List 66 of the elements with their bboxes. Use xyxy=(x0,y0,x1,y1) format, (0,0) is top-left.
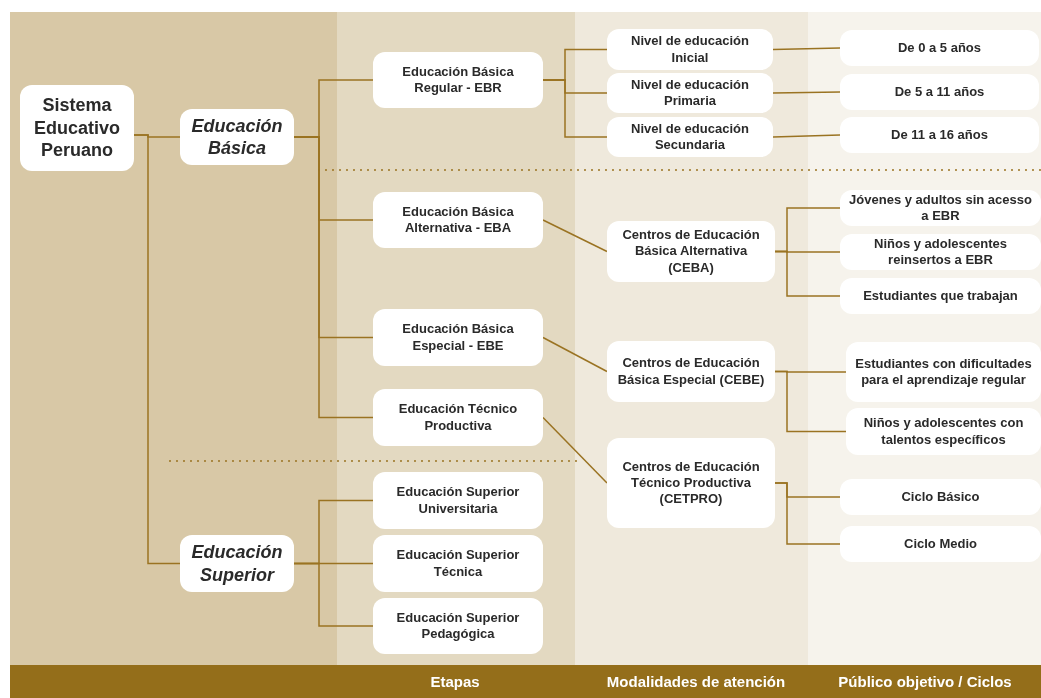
box-label: Educación Técnico Productiva xyxy=(397,401,519,434)
box-label: Centros de Educación Técnico Productiva (CETPRO) xyxy=(621,458,761,508)
category-box xyxy=(607,221,775,282)
connector-line xyxy=(774,482,841,545)
connector-line xyxy=(542,336,608,373)
box-label: Nivel de educación Secundaria xyxy=(630,120,750,154)
box-label: Educación Superior Pedagógica xyxy=(395,609,521,643)
category-box xyxy=(373,389,543,446)
box-label: De 5 a 11 años xyxy=(894,83,985,101)
connector-line xyxy=(774,250,841,297)
box-label: Educación Superior xyxy=(190,541,284,586)
category-box xyxy=(846,408,1041,455)
category-box xyxy=(840,74,1039,110)
connector-line xyxy=(542,416,608,484)
box-label: Educación Básica Especial - EBE xyxy=(401,321,515,354)
category-box xyxy=(840,30,1039,66)
column-heading: Público objetivo / Ciclos xyxy=(838,673,1012,690)
column-heading: Modalidades de atención xyxy=(606,673,786,690)
box-label: Estudiantes con dificultades para el aprendizaje regular xyxy=(854,355,1033,389)
box-label: Educación Básica xyxy=(190,114,284,160)
category-box xyxy=(373,598,543,654)
box-label: Nivel de educación Primaria xyxy=(630,76,750,110)
category-box xyxy=(607,73,773,113)
box-label: Educación Superior Universitaria xyxy=(395,484,521,517)
category-box xyxy=(607,438,775,528)
category-box xyxy=(373,192,543,248)
box-label: De 11 a 16 años xyxy=(891,126,988,144)
box-label: Niños y adolescentes reinsertos a EBR xyxy=(873,235,1008,269)
category-box xyxy=(20,85,134,171)
connector-line xyxy=(542,79,608,138)
box-label: Centros de Educación Básica Alternativa (CEBA) xyxy=(621,227,761,276)
category-box xyxy=(840,526,1041,562)
category-box xyxy=(840,234,1041,270)
box-label: Educación Básica Alternativa - EBA xyxy=(401,203,515,237)
box-label: Sistema Educativo Peruano xyxy=(33,94,121,162)
category-box xyxy=(840,117,1039,153)
box-label: Niños y adolescentes con talentos específicos xyxy=(862,415,1025,448)
box-label: De 0 a 5 años xyxy=(897,39,982,57)
connector-line xyxy=(772,47,841,51)
box-label: Ciclo Medio xyxy=(904,535,977,553)
box-label: Educación Básica Regular - EBR xyxy=(401,63,515,97)
category-box xyxy=(373,472,543,529)
connector-line xyxy=(133,134,181,565)
box-label: Nivel de educación Inicial xyxy=(630,33,750,66)
category-box xyxy=(840,479,1041,515)
box-label: Educación Superior Técnica xyxy=(395,547,521,580)
stage-box xyxy=(180,109,294,165)
category-box xyxy=(607,29,773,70)
connector-line xyxy=(542,219,608,253)
box-label: Centros de Educación Básica Especial (CEBE) xyxy=(616,355,766,388)
category-box xyxy=(846,342,1041,402)
connector-line xyxy=(772,91,841,94)
box-label: Estudiantes que trabajan xyxy=(863,287,1018,305)
category-box xyxy=(607,341,775,402)
connector-line xyxy=(774,370,847,433)
box-label: Jóvenes y adultos sin acesso a EBR xyxy=(848,191,1033,225)
category-box xyxy=(607,117,773,157)
category-box xyxy=(373,309,543,366)
connector-line xyxy=(772,134,841,138)
connector-line xyxy=(293,562,374,627)
category-box xyxy=(840,278,1041,314)
category-box xyxy=(373,535,543,592)
box-label: Ciclo Básico xyxy=(901,488,980,506)
category-box xyxy=(373,52,543,108)
column-heading: Etapas xyxy=(430,673,480,690)
stage-box xyxy=(180,535,294,592)
